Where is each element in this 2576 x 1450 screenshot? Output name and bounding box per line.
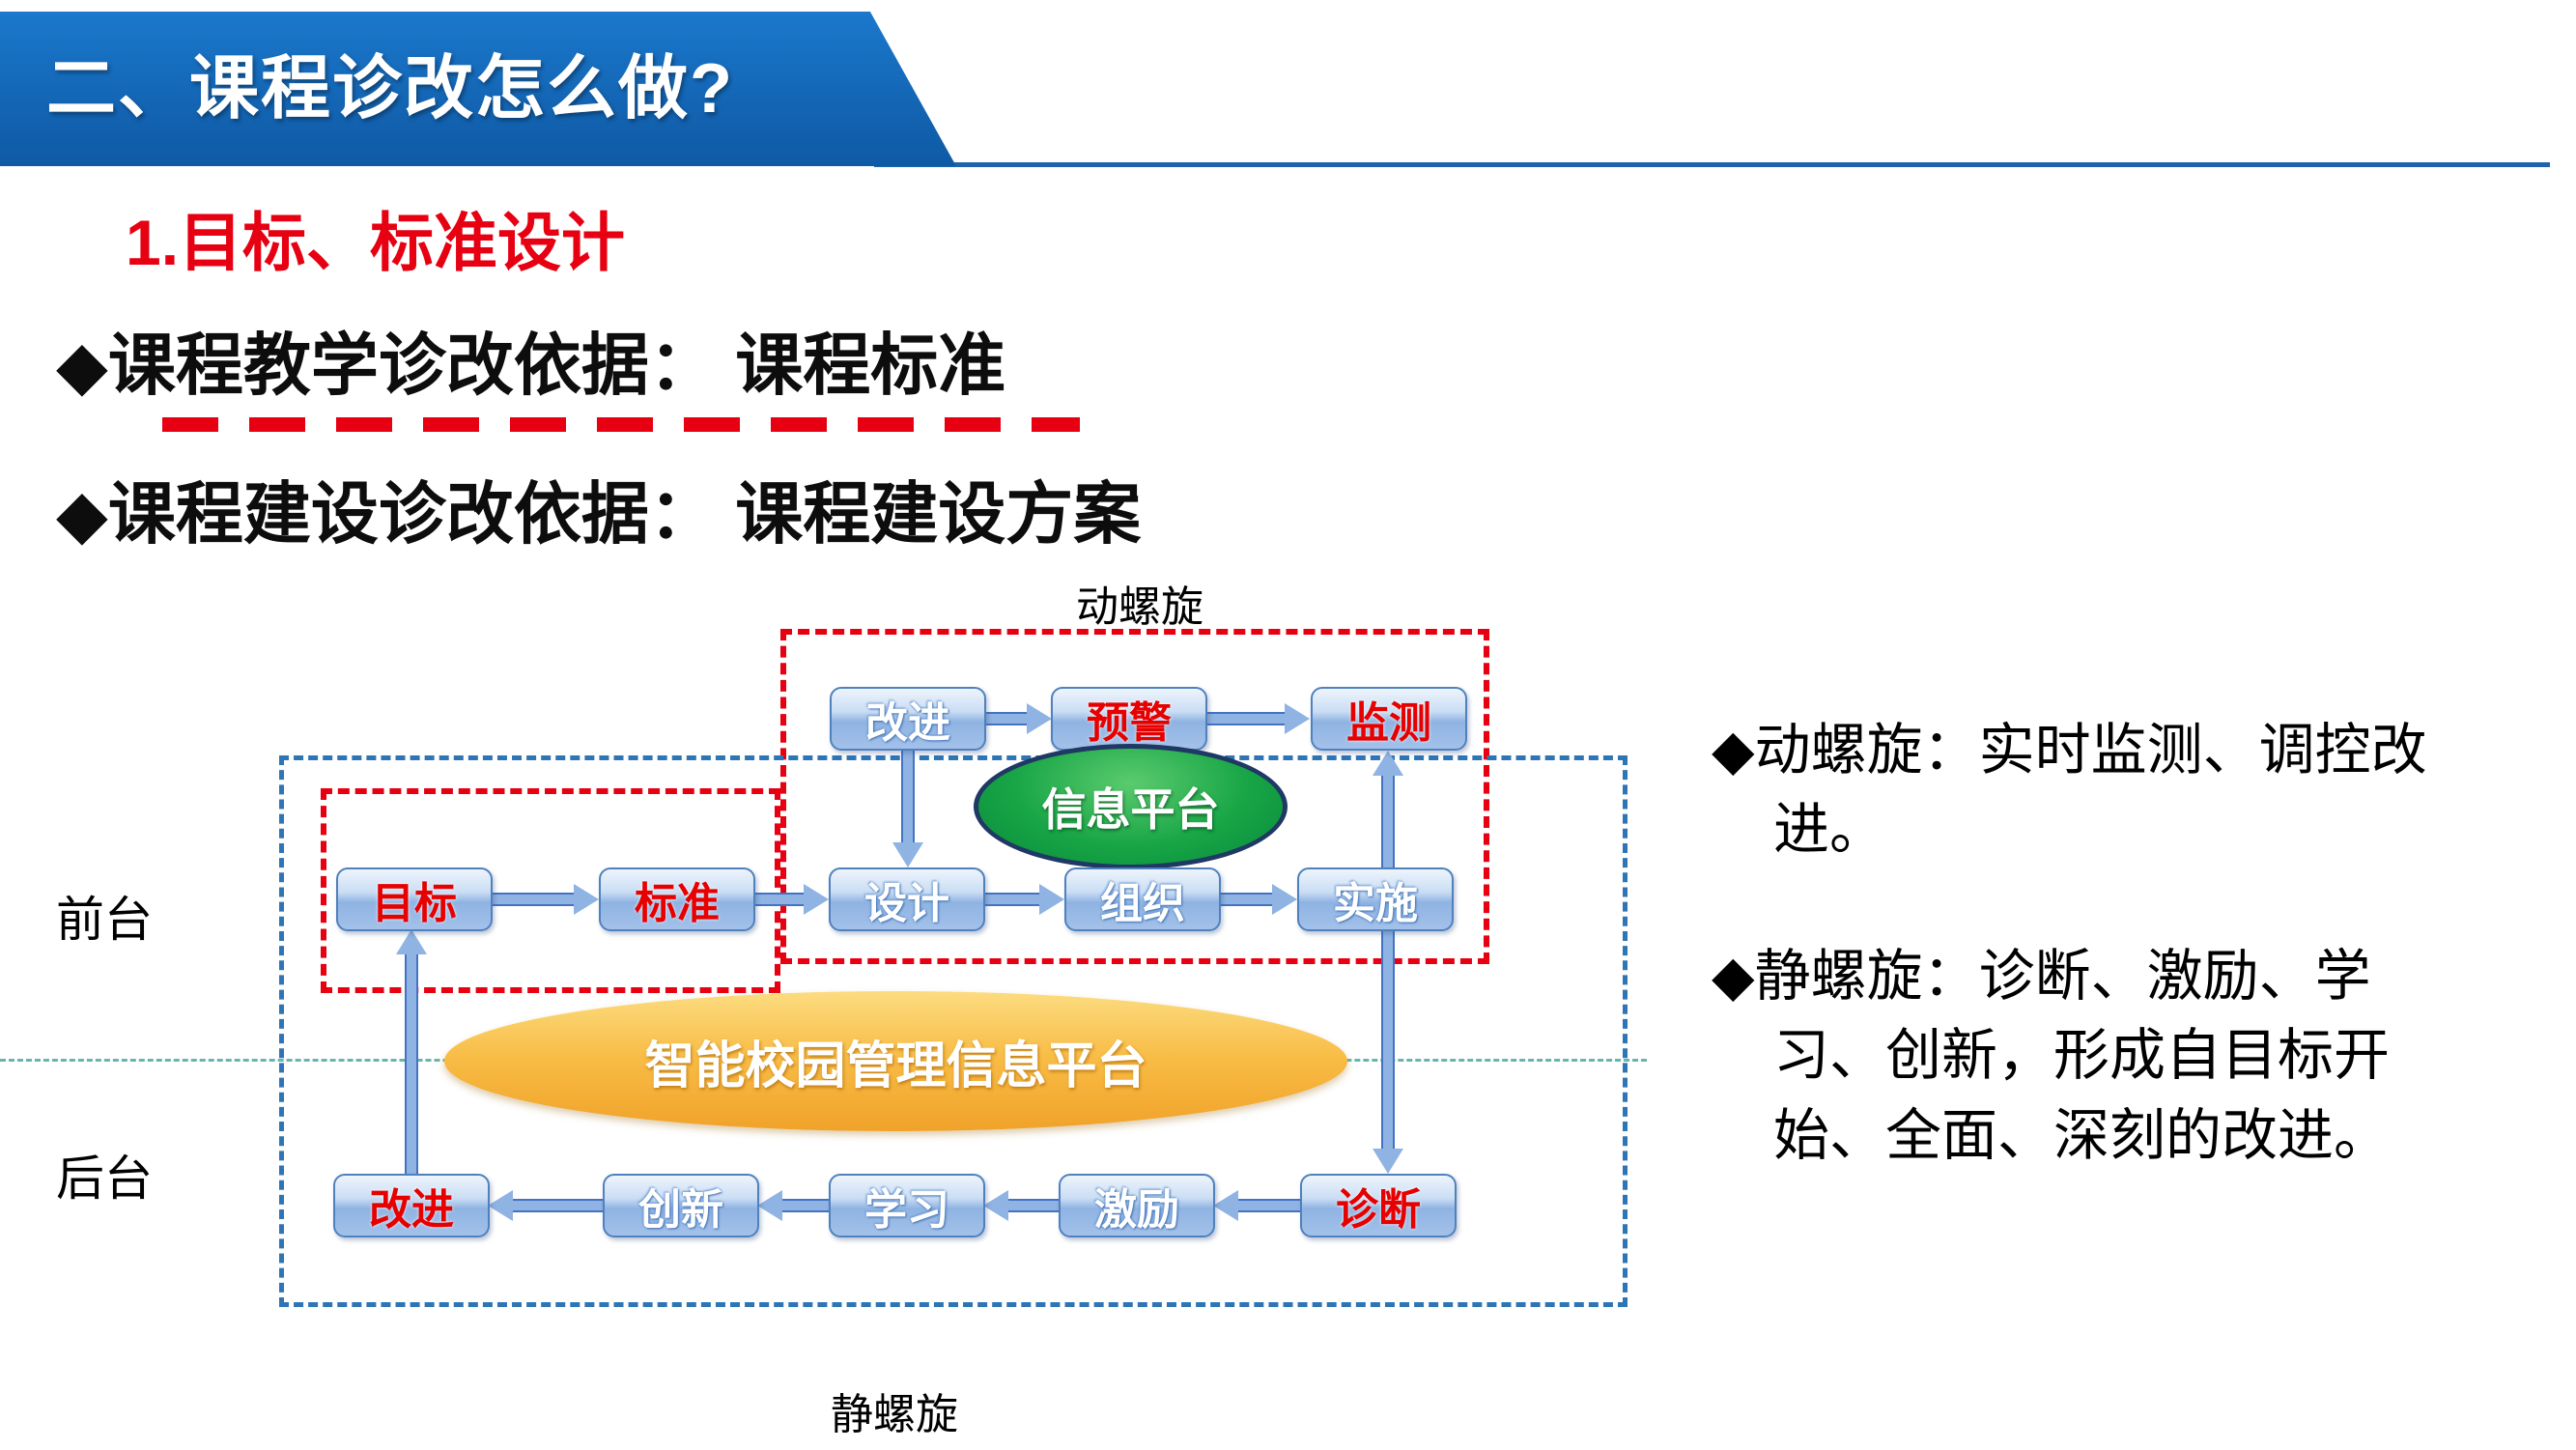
label-dynamic-spiral: 动螺旋	[1076, 583, 1203, 631]
static-spiral-frame	[279, 755, 1628, 1307]
arrow-organize-to-implement-icon	[1219, 893, 1274, 906]
note-dynamic-spiral: ◆动螺旋：实时监测、调控改进。	[1712, 719, 2427, 862]
header-divider-line	[874, 162, 2550, 167]
section-heading: 1.目标、标准设计	[126, 207, 626, 278]
arrow-implement-to-monitor-icon	[1381, 774, 1395, 869]
arrow-design-to-organize-icon	[983, 893, 1041, 906]
flow-box-learn: 学习	[829, 1174, 985, 1237]
note-static-spiral: ◆静螺旋：诊断、激励、学习、创新，形成自目标开始、全面、深刻的改进。	[1712, 945, 2391, 1167]
arrow-motivate-to-learn-icon	[1006, 1199, 1061, 1212]
flow-box-warning: 预警	[1051, 687, 1207, 751]
label-front-stage: 前台	[56, 893, 153, 947]
arrow-improve-to-design-icon	[901, 749, 915, 844]
flow-box-design: 设计	[829, 867, 985, 931]
campus-platform-ellipse: 智能校园管理信息平台	[444, 991, 1347, 1131]
flow-box-implement: 实施	[1297, 867, 1454, 931]
arrow-learn-to-innovate-icon	[780, 1199, 831, 1212]
arrow-implement-to-diagnose-icon	[1381, 927, 1395, 1151]
red-dashed-underline	[162, 417, 1080, 432]
arrow-improve-to-goal-icon	[405, 952, 418, 1176]
bullet-course-teaching-basis: ◆课程教学诊改依据： 课程标准	[56, 327, 1006, 403]
info-platform-ellipse: 信息平台	[974, 744, 1288, 869]
flow-box-diagnose: 诊断	[1300, 1174, 1457, 1237]
flow-box-innovate: 创新	[603, 1174, 759, 1237]
flow-box-improve-top: 改进	[830, 687, 986, 751]
slide-title: 二、课程诊改怎么做?	[46, 50, 734, 128]
label-static-spiral: 静螺旋	[831, 1391, 958, 1438]
flow-box-standard: 标准	[599, 867, 755, 931]
bullet-course-construction-basis: ◆课程建设诊改依据： 课程建设方案	[56, 476, 1142, 552]
arrow-diagnose-to-motivate-icon	[1236, 1199, 1302, 1212]
arrow-innovate-to-improve-icon	[511, 1199, 605, 1212]
title-banner: 二、课程诊改怎么做?	[0, 12, 956, 166]
arrow-improve-to-warning-icon	[984, 712, 1029, 725]
flow-box-improve-bottom: 改进	[333, 1174, 490, 1237]
flow-box-organize: 组织	[1064, 867, 1221, 931]
arrow-goal-to-standard-icon	[491, 893, 576, 906]
arrow-warning-to-monitor-icon	[1205, 712, 1287, 725]
arrow-standard-to-design-icon	[753, 893, 806, 906]
flow-box-goal: 目标	[336, 867, 493, 931]
flow-box-motivate: 激励	[1059, 1174, 1215, 1237]
label-back-stage: 后台	[56, 1151, 153, 1206]
goal-standard-frame	[321, 788, 780, 993]
dynamic-spiral-frame	[780, 629, 1489, 964]
flow-box-monitor: 监测	[1311, 687, 1467, 751]
